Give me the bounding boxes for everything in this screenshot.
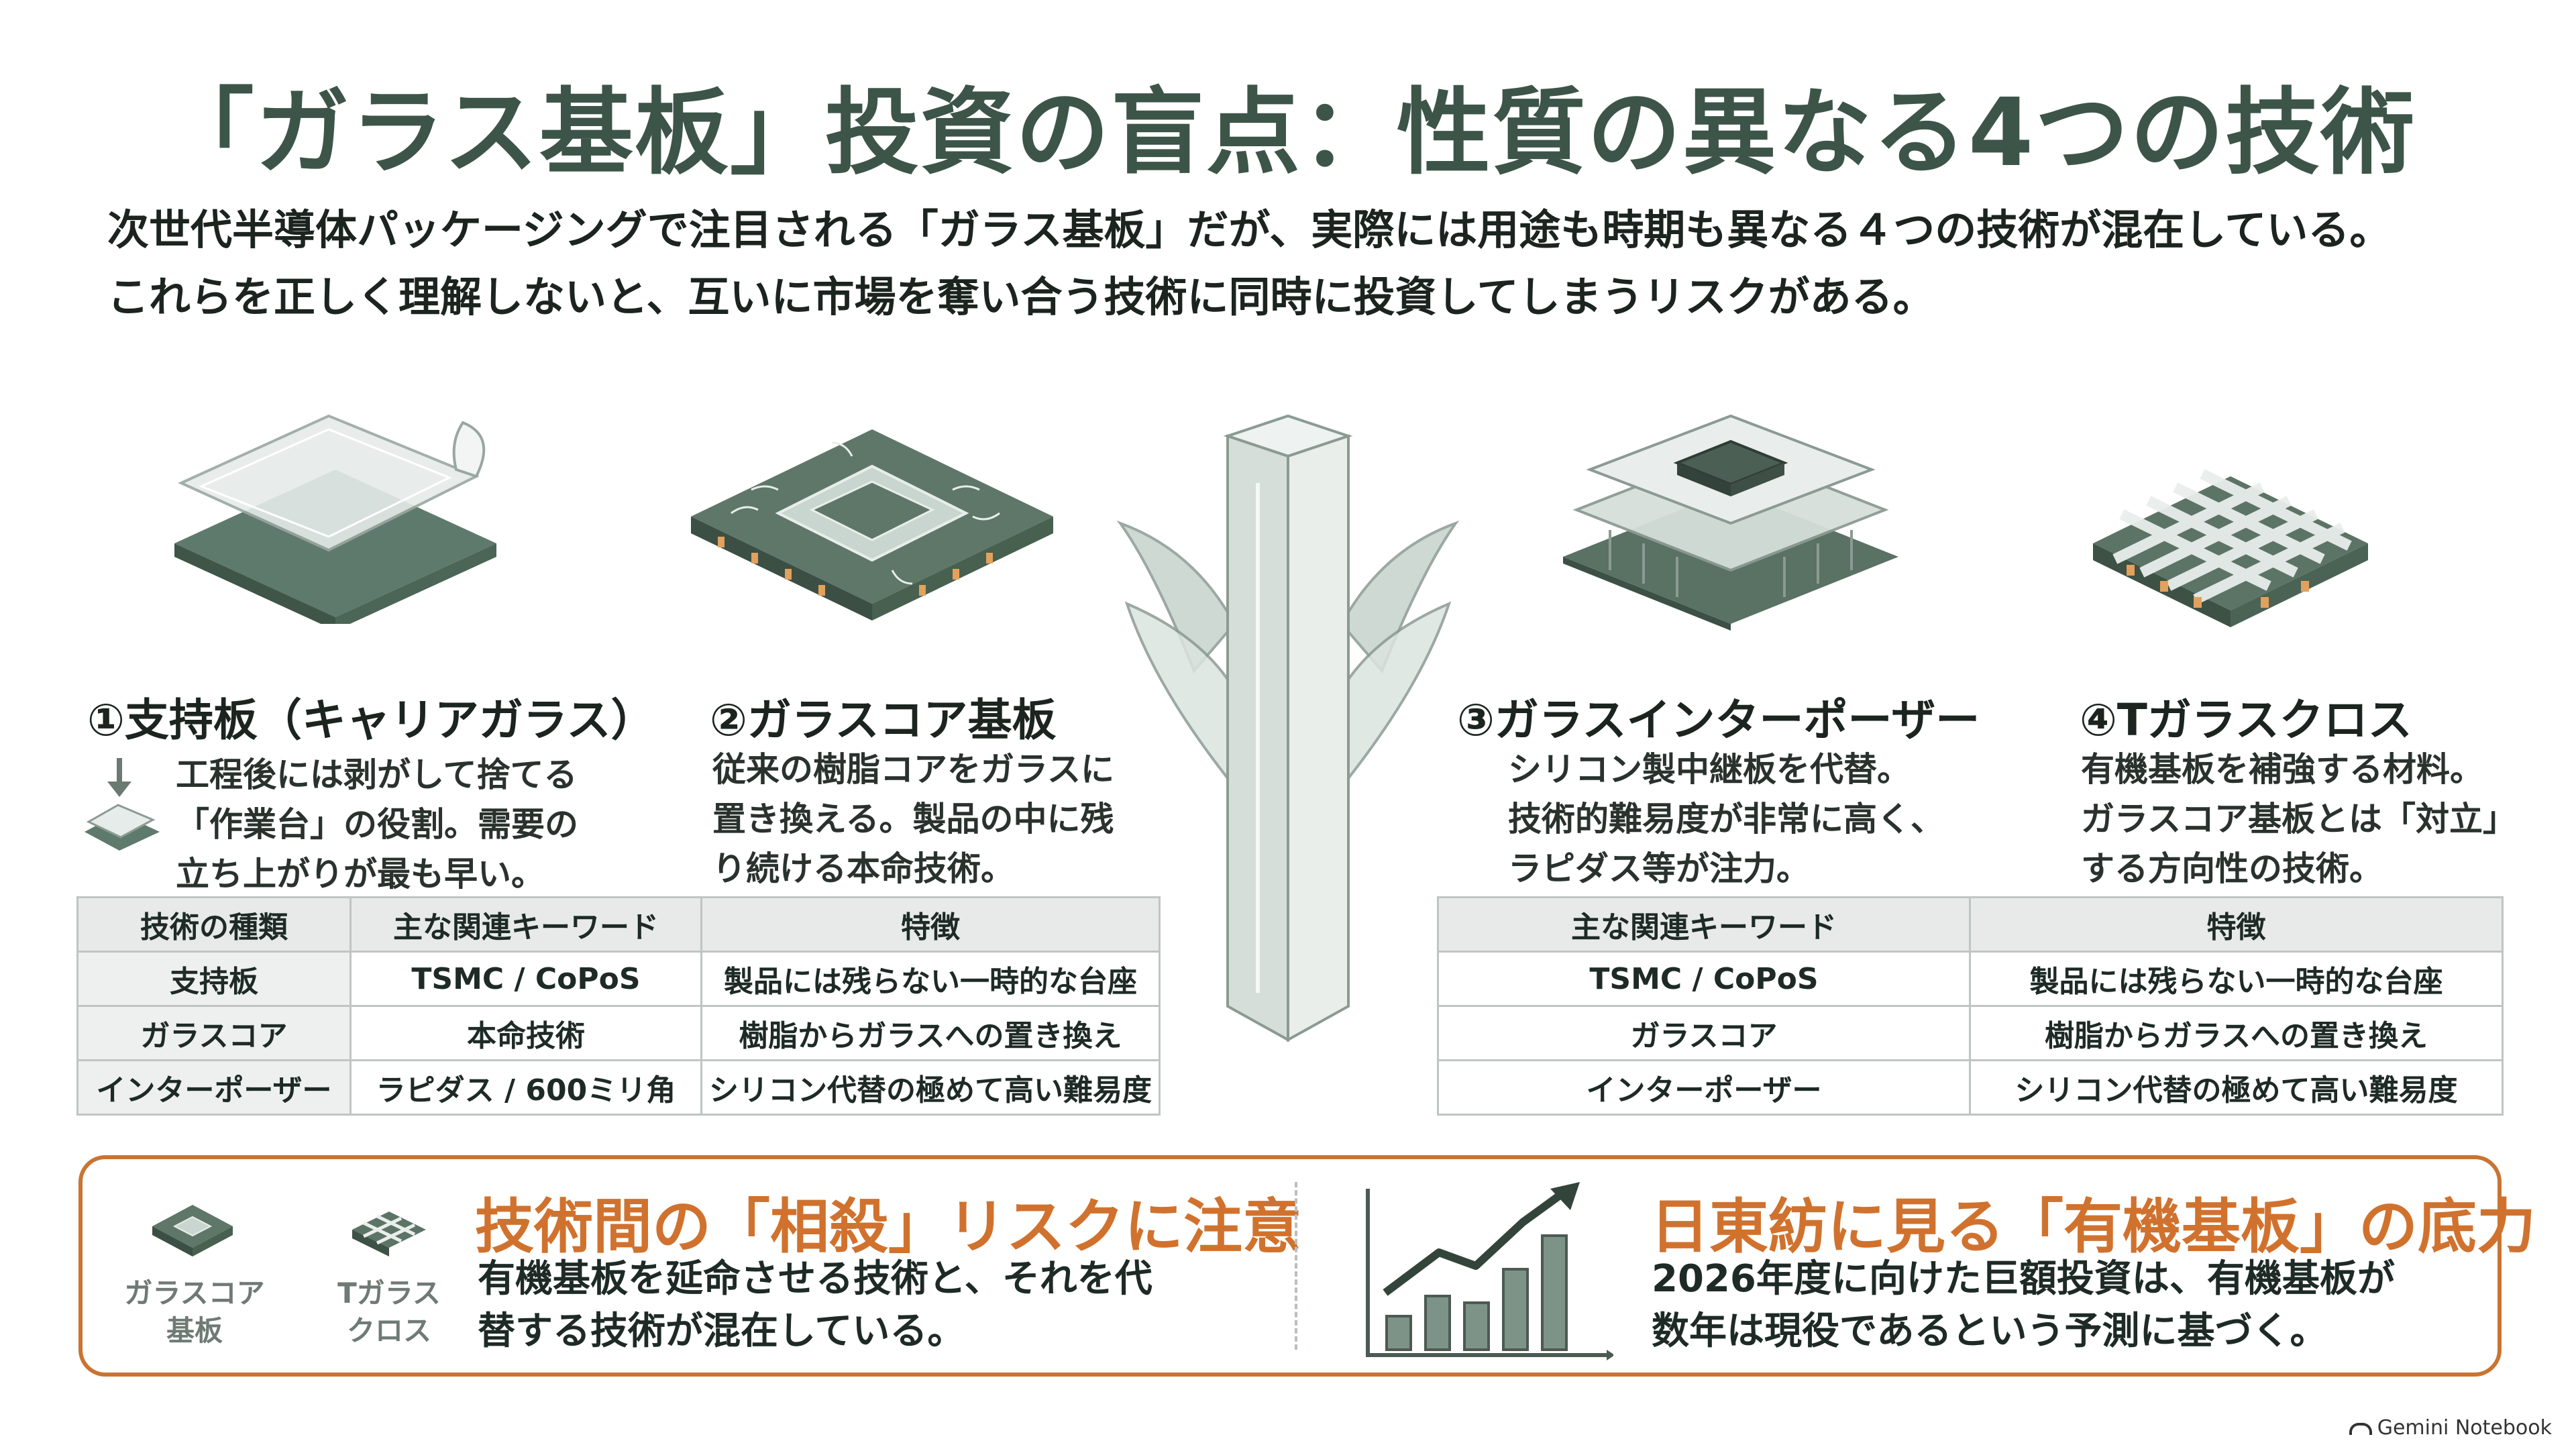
tech-1-title: ①支持板（キャリアガラス） — [87, 694, 655, 746]
glass-core-mini-caption: ガラスコア 基板 — [124, 1277, 265, 1347]
tech-table-left: 技術の種類 主な関連キーワード 特徴 支持板 TSMC / CoPoS 製品には… — [76, 896, 1161, 1116]
growth-chart-icon — [1366, 1182, 1613, 1360]
tech-2-desc: 従来の樹脂コアをガラスに 置き換える。製品の中に残 り続ける本命技術。 — [712, 750, 1114, 888]
nittobo-text: 2026年度に向けた巨額投資は、有機基板が 数年は現役であるという予測に基づく。 — [1652, 1257, 2395, 1353]
intro-line-1: 次世代半導体パッケージングで注目される「ガラス基板」だが、実際には用途も時期も異… — [107, 205, 2392, 254]
table-row: 支持板 TSMC / CoPoS 製品には残らない一時的な台座 — [76, 951, 1161, 1007]
tech-1-desc: 工程後には剥がして捨てる 「作業台」の役割。需要の 立ち上がりが最も早い。 — [176, 755, 578, 894]
table-cell: シリコン代替の極めて高い難易度 — [700, 1059, 1161, 1116]
watermark-text: Gemini Notebook — [2377, 1416, 2552, 1440]
table-cell: TSMC / CoPoS — [1437, 951, 1971, 1007]
table-cell: TSMC / CoPoS — [349, 951, 703, 1007]
table-header: 特徴 — [700, 896, 1161, 953]
tech-3-desc: シリコン製中継板を代替。 技術的難易度が非常に高く、 ラピダス等が注力。 — [1508, 750, 1944, 888]
table-row: インターポーザー シリコン代替の極めて高い難易度 — [1437, 1059, 2504, 1116]
intro-line-2: これらを正しく理解しないと、互いに市場を奪い合う技術に同時に投資してしまうリスク… — [107, 272, 1935, 321]
glass-core-mini-icon — [152, 1205, 233, 1256]
tech-4-title: ④Tガラスクロス — [2080, 694, 2412, 746]
table-cell: シリコン代替の極めて高い難易度 — [1969, 1059, 2504, 1116]
risk-text: 有機基板を延命させる技術と、それを代 替する技術が混在している。 — [478, 1257, 1152, 1353]
table-cell: 樹脂からガラスへの置き換え — [700, 1005, 1161, 1061]
table-cell: ガラスコア — [1437, 1005, 1971, 1061]
table-header-row: 主な関連キーワード 特徴 — [1437, 896, 2504, 953]
table-header: 技術の種類 — [76, 896, 352, 953]
glass-pillar-icon — [1116, 414, 1460, 1042]
carrier-glass-icon — [174, 414, 496, 624]
t-glass-cloth-icon — [2093, 469, 2368, 627]
risk-heading: 技術間の「相殺」リスクに注意 — [475, 1192, 1302, 1261]
table-row: インターポーザー ラピダス / 600ミリ角 シリコン代替の極めて高い難易度 — [76, 1059, 1161, 1116]
table-row: ガラスコア 本命技術 樹脂からガラスへの置き換え — [76, 1005, 1161, 1061]
table-cell: インターポーザー — [1437, 1059, 1971, 1116]
table-cell: 本命技術 — [349, 1005, 703, 1061]
table-header-row: 技術の種類 主な関連キーワード 特徴 — [76, 896, 1161, 953]
glass-interposer-icon — [1563, 414, 1898, 631]
table-cell: インターポーザー — [76, 1059, 352, 1116]
table-header: 主な関連キーワード — [1437, 896, 1971, 953]
panel-divider — [1295, 1182, 1297, 1350]
table-row: ガラスコア 樹脂からガラスへの置き換え — [1437, 1005, 2504, 1061]
table-cell: ラピダス / 600ミリ角 — [349, 1059, 703, 1116]
table-header: 特徴 — [1969, 896, 2504, 953]
page-title: 「ガラス基板」投資の盲点：性質の異なる4つの技術 — [160, 78, 2416, 188]
table-header: 主な関連キーワード — [349, 896, 703, 953]
tech-3-title: ③ガラスインターポーザー — [1457, 694, 1980, 746]
tech-2-title: ②ガラスコア基板 — [710, 694, 1057, 746]
tech-table-right: 主な関連キーワード 特徴 TSMC / CoPoS 製品には残らない一時的な台座… — [1437, 896, 2504, 1116]
peel-off-icon — [85, 758, 160, 851]
t-glass-mini-icon — [352, 1212, 426, 1256]
bottom-callout-panel — [78, 1155, 2502, 1377]
table-row: TSMC / CoPoS 製品には残らない一時的な台座 — [1437, 951, 2504, 1007]
table-cell: 支持板 — [76, 951, 352, 1007]
tech-4-desc: 有機基板を補強する材料。 ガラスコア基板とは「対立」 する方向性の技術。 — [2081, 750, 2516, 888]
table-cell: ガラスコア — [76, 1005, 352, 1061]
gemini-logo-icon — [2349, 1422, 2372, 1435]
table-cell: 製品には残らない一時的な台座 — [1969, 951, 2504, 1007]
table-cell: 樹脂からガラスへの置き換え — [1969, 1005, 2504, 1061]
glass-core-substrate-icon — [691, 429, 1053, 621]
table-cell: 製品には残らない一時的な台座 — [700, 951, 1161, 1007]
t-glass-mini-caption: Tガラス クロス — [337, 1277, 441, 1347]
nittobo-heading: 日東紡に見る「有機基板」の底力 — [1650, 1192, 2536, 1261]
watermark: Gemini Notebook — [2349, 1416, 2552, 1440]
